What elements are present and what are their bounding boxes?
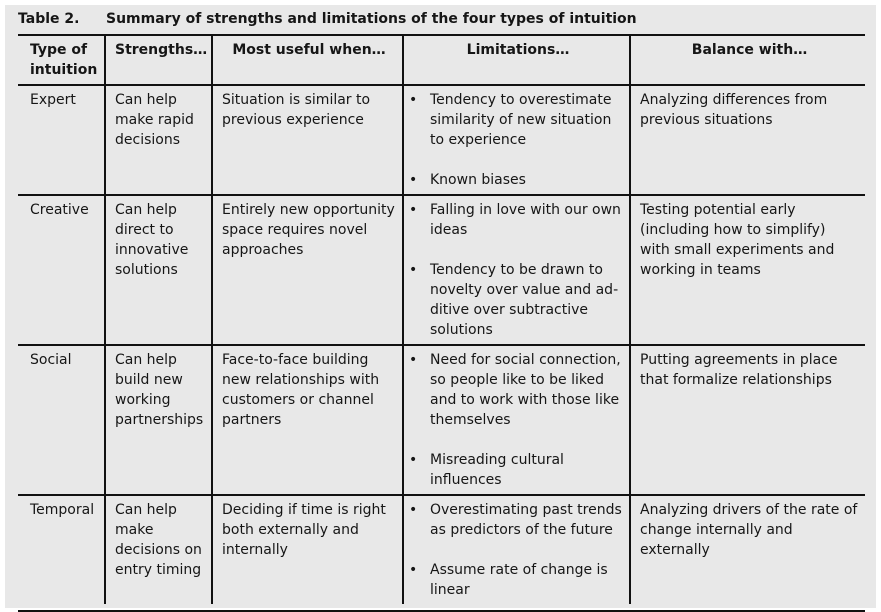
limitation-item: Misreading cultural influences (409, 450, 623, 490)
table-caption: Table 2. Summary of strengths and limitat… (18, 11, 637, 27)
limitations-cell: Tendency to overestimate similarity of n… (402, 85, 630, 195)
table-number: Table 2. (18, 11, 80, 27)
limitation-item: Tendency to overestimate similarity of n… (409, 90, 623, 150)
header-limitations: Limitations… (402, 35, 630, 85)
useful-cell: Situation is similar to previous experie… (211, 85, 403, 195)
limitations-cell: Need for social connection, so people li… (402, 345, 630, 495)
limitation-item: Assume rate of change is linear (409, 560, 623, 600)
limitations-cell: Overestimating past trends as predictors… (402, 495, 630, 604)
strengths-cell: Can help build new working partnerships (104, 345, 212, 495)
type-cell: Creative (30, 202, 89, 218)
balance-cell: Analyzing drivers of the rate of change … (629, 495, 865, 604)
table-row: Social Can help build new working partne… (18, 345, 865, 495)
header-strengths: Strengths… (104, 35, 212, 85)
useful-cell: Deciding if time is right both externall… (211, 495, 403, 604)
table-row: Temporal Can help make decisions on entr… (18, 495, 865, 604)
header-useful: Most useful when… (211, 35, 403, 85)
header-row: Type of intuition Strengths… Most useful… (18, 35, 865, 85)
limitation-item: Falling in love with our own ideas (409, 200, 623, 240)
type-cell: Social (30, 352, 72, 368)
header-balance: Balance with… (629, 35, 865, 85)
strengths-cell: Can help make rapid decisions (104, 85, 212, 195)
limitation-item: Need for social connection, so people li… (409, 350, 623, 430)
header-type: Type of intuition (30, 42, 98, 78)
balance-cell: Analyzing differences from previous situ… (629, 85, 865, 195)
table-row: Expert Can help make rapid decisions Sit… (18, 85, 865, 195)
limitation-item: Known biases (409, 170, 623, 190)
bottom-rule (18, 604, 865, 611)
type-cell: Expert (30, 92, 76, 108)
type-cell: Temporal (30, 502, 95, 518)
strengths-cell: Can help direct to innovative solutions (104, 195, 212, 345)
table-row: Creative Can help direct to innovative s… (18, 195, 865, 345)
limitation-item: Tendency to be drawn to novelty over val… (409, 260, 623, 340)
intuition-table: Type of intuition Strengths… Most useful… (18, 34, 865, 612)
useful-cell: Entirely new opportunity space requires … (211, 195, 403, 345)
strengths-cell: Can help make decisions on entry timing (104, 495, 212, 604)
limitations-cell: Falling in love with our own ideasTenden… (402, 195, 630, 345)
balance-cell: Putting agreements in place that formali… (629, 345, 865, 495)
balance-cell: Testing potential early (including how t… (629, 195, 865, 345)
useful-cell: Face-to-face building new relationships … (211, 345, 403, 495)
table-title: Summary of strengths and limitations of … (106, 11, 637, 27)
limitation-item: Overestimating past trends as predictors… (409, 500, 623, 540)
